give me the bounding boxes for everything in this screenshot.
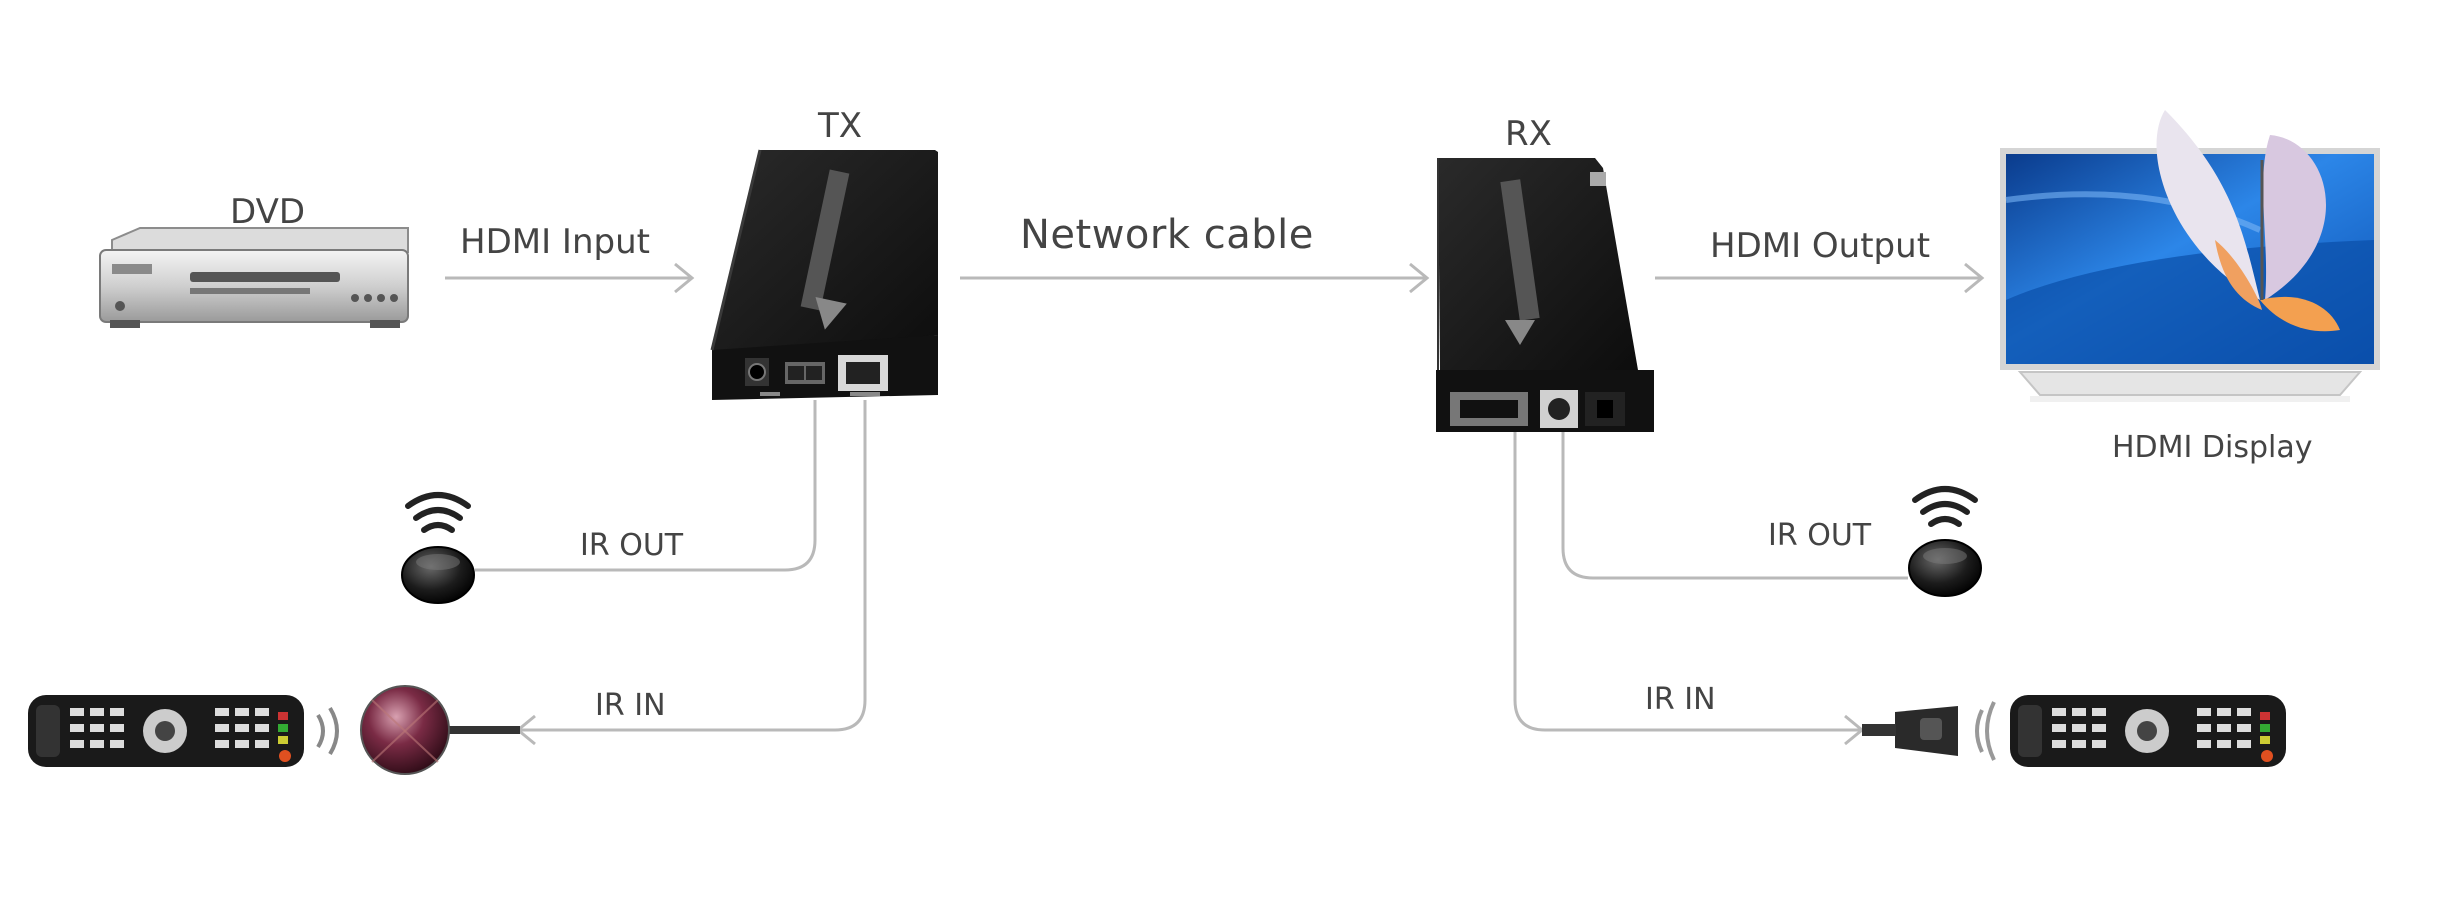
hdmi-input-label: HDMI Input: [460, 222, 650, 262]
ir-emitter-icon: [1908, 486, 1982, 597]
connection-lines: [445, 262, 1985, 746]
remote-control-icon: [2010, 695, 2286, 767]
rx-label: RX: [1505, 114, 1552, 154]
ir-receiver-icon: [1862, 701, 1996, 761]
rx-ir-in-label: IR IN: [1645, 682, 1716, 717]
dvd-player-icon: [99, 227, 409, 328]
rx-ir-out-label: IR OUT: [1768, 518, 1872, 553]
network-cable-label: Network cable: [1020, 212, 1314, 258]
tx-ir-out-label: IR OUT: [580, 528, 684, 563]
hdmi-output-label: HDMI Output: [1710, 226, 1931, 266]
hdmi-display-icon: [2000, 110, 2380, 402]
rx-extender-icon: [1436, 158, 1654, 432]
dvd-label: DVD: [230, 192, 306, 232]
hdmi-display-label: HDMI Display: [2112, 430, 2313, 465]
ir-emitter-icon: [401, 492, 475, 604]
remote-control-icon: [28, 695, 339, 767]
tx-label: TX: [818, 106, 863, 146]
tx-extender-icon: [710, 149, 938, 400]
tx-ir-in-label: IR IN: [595, 688, 666, 723]
ir-receiver-icon: [360, 685, 520, 775]
